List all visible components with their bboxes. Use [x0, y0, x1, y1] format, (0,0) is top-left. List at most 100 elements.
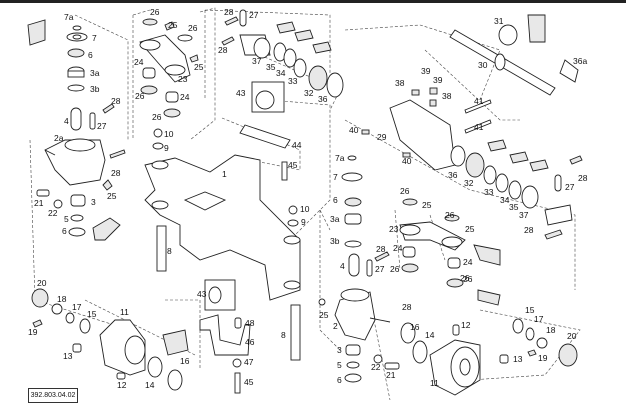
callout-label: 26 — [390, 264, 400, 274]
callout-label: 14 — [425, 330, 435, 340]
callout-label: 27 — [565, 182, 575, 192]
callout-label: 19 — [28, 327, 38, 337]
callout-label: 28 — [111, 96, 121, 106]
callout-label: 24 — [180, 92, 190, 102]
callout-label: 25 — [194, 62, 204, 72]
bearing-part — [308, 65, 328, 91]
callout-label: 6 — [333, 195, 338, 205]
callout-label: 46 — [245, 337, 255, 347]
callout-label: 24 — [463, 257, 473, 267]
callout-label: 27 — [375, 264, 385, 274]
callout-label: 29 — [377, 132, 387, 142]
housing-part — [389, 99, 456, 171]
callout-label: 3 — [337, 345, 342, 355]
grease-nipple-part — [102, 103, 115, 114]
callout-label: 33 — [484, 187, 494, 197]
callout-label: 35 — [266, 62, 276, 72]
callout-label: 22 — [48, 208, 58, 218]
kingpin-part — [290, 304, 301, 361]
callout-label: 39 — [433, 75, 443, 85]
callout-labels: 7a 7 6 3a 3b 28 4 27 2a 28 25 21 22 3 5 … — [28, 7, 588, 390]
parts — [27, 9, 583, 396]
callout-label: 41 — [474, 122, 484, 132]
top-border — [0, 0, 626, 3]
kingpin-part — [156, 225, 167, 272]
callout-label: 34 — [276, 68, 286, 78]
callout-label: 28 — [376, 244, 386, 254]
callout-label: 32 — [304, 88, 314, 98]
callout-label: 5 — [337, 360, 342, 370]
bearing-part — [70, 194, 86, 207]
callout-label: 30 — [478, 60, 488, 70]
callout-label: 11 — [120, 307, 129, 317]
callout-label: 14 — [145, 380, 155, 390]
callout-label: 17 — [534, 314, 544, 324]
bracket-part — [199, 314, 251, 356]
callout-label: 26 — [463, 274, 473, 284]
axle-beam-part — [144, 154, 301, 301]
callout-label: 25 — [107, 191, 117, 201]
callout-label: 40 — [349, 125, 359, 135]
callout-label: 36 — [448, 170, 458, 180]
callout-label: 26 — [188, 23, 198, 33]
callout-label: 25 — [168, 20, 178, 30]
callout-label: 4 — [340, 261, 345, 271]
callout-label: 28 — [111, 168, 121, 178]
bearing-cup-part — [67, 84, 85, 92]
callout-label: 45 — [244, 377, 254, 387]
callout-label: 33 — [288, 76, 298, 86]
callout-label: 27 — [97, 121, 107, 131]
callout-label: 6 — [88, 50, 93, 60]
callout-label: 38 — [442, 91, 452, 101]
callout-label: 34 — [500, 195, 510, 205]
plate-part — [239, 124, 291, 149]
callout-label: 7 — [92, 33, 97, 43]
callout-label: 47 — [244, 357, 254, 367]
callout-label: 45 — [288, 160, 298, 170]
callout-label: 44 — [292, 140, 302, 150]
callout-label: 20 — [567, 331, 577, 341]
callout-label: 38 — [395, 78, 405, 88]
callout-label: 41 — [474, 96, 484, 106]
nut-part — [153, 128, 163, 138]
hub-cap-part — [558, 343, 578, 367]
callout-label: 7 — [333, 172, 338, 182]
callout-label: 20 — [37, 278, 47, 288]
steering-knuckle-part — [334, 291, 376, 341]
callout-label: 28 — [218, 45, 228, 55]
callout-label: 36a — [573, 56, 587, 66]
callout-label: 6 — [337, 375, 342, 385]
callout-label: 27 — [249, 10, 259, 20]
callout-label: 39 — [421, 66, 431, 76]
callout-label: 43 — [197, 289, 207, 299]
callout-label: 18 — [57, 294, 67, 304]
callout-label: 48 — [245, 318, 255, 328]
callout-label: 24 — [134, 57, 144, 67]
callout-label: 26 — [445, 210, 455, 220]
washer-part — [152, 142, 164, 150]
ring-part — [253, 37, 271, 59]
callout-label: 25 — [319, 310, 329, 320]
callout-label: 7a — [335, 153, 345, 163]
callout-label: 16 — [410, 322, 420, 332]
cap-part — [559, 59, 579, 83]
callout-label: 9 — [164, 143, 169, 153]
drawing-reference-code: 392.803.04.02 — [28, 388, 78, 403]
callout-label: 2a — [54, 133, 64, 143]
callout-label: 6 — [62, 226, 67, 236]
kingpin-part — [70, 107, 82, 131]
callout-label: 13 — [513, 354, 523, 364]
callout-label: 28 — [224, 7, 234, 17]
callout-label: 25 — [422, 200, 432, 210]
callout-label: 21 — [34, 198, 44, 208]
callout-label: 2 — [333, 321, 338, 331]
callout-label: 26 — [400, 186, 410, 196]
callout-label: 28 — [524, 225, 534, 235]
callout-label: 7a — [64, 12, 74, 22]
callout-label: 23 — [389, 224, 399, 234]
o-ring-part — [498, 24, 518, 46]
callout-label: 12 — [117, 380, 127, 390]
pin-part — [554, 174, 562, 192]
circlip-part — [72, 25, 82, 31]
callout-label: 40 — [402, 156, 412, 166]
